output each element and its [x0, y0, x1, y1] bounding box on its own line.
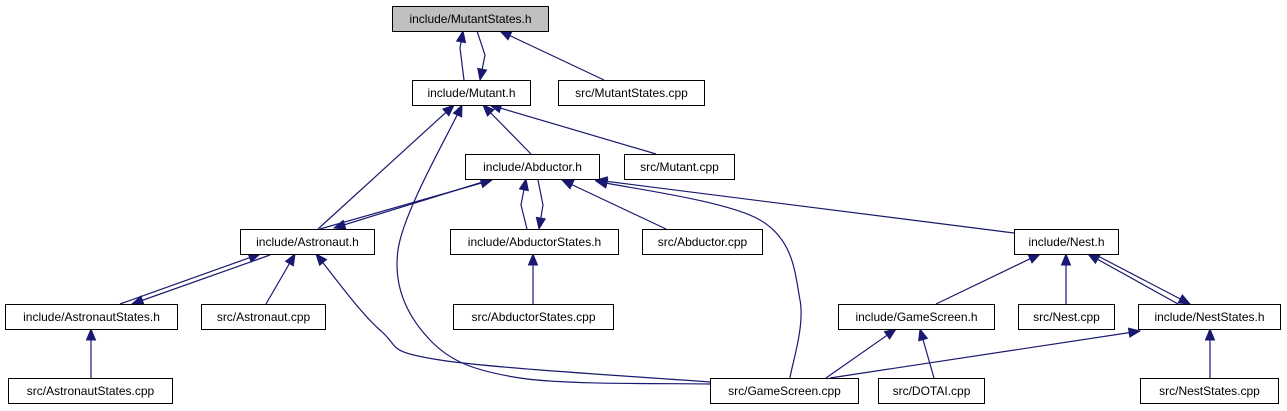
arrowhead-abductor_h-to-astronaut_h [332, 219, 347, 230]
node-abductor-cpp[interactable]: src/Abductor.cpp [642, 229, 763, 255]
node-astronaut-cpp[interactable]: src/Astronaut.cpp [201, 304, 326, 330]
node-label: include/Abductor.h [483, 160, 582, 174]
node-box[interactable] [201, 304, 326, 330]
node-box[interactable] [1014, 229, 1119, 255]
node-label: src/Astronaut.cpp [217, 310, 311, 324]
node-abductorstates-h[interactable]: include/AbductorStates.h [450, 229, 619, 255]
node-label: include/GameScreen.h [855, 310, 977, 324]
node-box[interactable] [838, 304, 995, 330]
edge-abductor_cpp-to-abductor_h [561, 179, 667, 230]
node-mutant-cpp[interactable]: src/Mutant.cpp [624, 154, 735, 180]
node-astronautstates-h[interactable]: include/AstronautStates.h [5, 304, 178, 330]
node-box[interactable] [642, 229, 763, 255]
arrowhead-mutant_h-to-mutantstates_h [455, 29, 467, 44]
node-astronautstates-cpp[interactable]: src/AstronautStates.cpp [8, 378, 173, 404]
node-label: include/MutantStates.h [409, 12, 531, 26]
node-gamescreen-cpp[interactable]: src/GameScreen.cpp [710, 378, 859, 404]
node-box[interactable] [710, 378, 859, 404]
edge-abductor_h-to-astronaut_h [333, 180, 487, 229]
node-box[interactable] [465, 154, 600, 180]
node-box[interactable] [1140, 378, 1279, 404]
node-neststates-cpp[interactable]: src/NestStates.cpp [1140, 378, 1279, 404]
arrowhead-mutantstates_h-to-mutant_h [477, 67, 488, 82]
arrowhead-astronautstates_cpp-to-astronautstates_h [85, 327, 97, 341]
graph-edges [85, 29, 1216, 385]
node-label: src/GameScreen.cpp [728, 384, 841, 398]
node-box[interactable] [878, 378, 985, 404]
edge-gamescreen_cpp-to-mutant_h [396, 104, 711, 385]
arrowhead-abductorstates_h-to-abductor_h [518, 177, 529, 192]
arrowhead-mutantstates_cpp-to-mutantstates_h [498, 30, 513, 41]
node-label: src/AbductorStates.cpp [471, 310, 595, 324]
arrowhead-gamescreen_cpp-to-mutant_h [452, 103, 463, 118]
node-box[interactable] [450, 229, 619, 255]
edge-neststates_h-to-nest_h [1087, 253, 1179, 305]
arrowhead-gamescreen_h-to-nest_h [1027, 253, 1042, 264]
node-mutantstates-cpp[interactable]: src/MutantStates.cpp [558, 80, 705, 106]
arrowhead-abductorstates_cpp-to-abductorstates_h [527, 252, 539, 266]
node-label: include/Astronaut.h [256, 235, 359, 249]
node-label: src/MutantStates.cpp [575, 86, 688, 100]
edge-gamescreen_h-to-nest_h [935, 253, 1041, 305]
arrowhead-abductor_h-to-mutant_h [482, 104, 495, 117]
arrowhead-gamescreen_cpp-to-gamescreen_h [883, 328, 898, 340]
node-gamescreen-h[interactable]: include/GameScreen.h [838, 304, 995, 330]
arrowhead-nest_cpp-to-nest_h [1060, 252, 1072, 266]
arrowhead-abductor_cpp-to-abductor_h [560, 179, 575, 190]
node-box[interactable] [558, 80, 705, 106]
node-mutant-h[interactable]: include/Mutant.h [412, 80, 531, 106]
node-abductorstates-cpp[interactable]: src/AbductorStates.cpp [453, 304, 614, 330]
node-label: src/AstronautStates.cpp [27, 384, 155, 398]
arrowhead-astronaut_cpp-to-astronaut_h [284, 252, 296, 267]
arrowhead-gamescreen_cpp-to-astronaut_h [315, 252, 328, 267]
node-box[interactable] [624, 154, 735, 180]
edge-astronaut_h-to-astronautstates_h [131, 254, 271, 305]
node-label: src/DOTAI.cpp [893, 384, 971, 398]
edge-nest_h-to-abductor_h [595, 179, 1015, 234]
arrowhead-nest_h-to-neststates_h [1177, 294, 1192, 305]
arrowhead-gamescreen_cpp-to-neststates_h [1127, 327, 1142, 338]
edge-nest_h-to-neststates_h [1095, 254, 1191, 305]
node-box[interactable] [1018, 304, 1115, 330]
edge-gamescreen_cpp-to-gamescreen_h [825, 328, 897, 379]
node-label: src/Abductor.cpp [658, 235, 748, 249]
arrowhead-gamescreen_cpp-to-abductor_h [594, 178, 609, 189]
node-box[interactable] [412, 80, 531, 106]
arrowhead-dotai_cpp-to-gamescreen_h [918, 327, 929, 342]
arrowhead-abductor_h-to-abductorstates_h [535, 216, 547, 231]
edge-astronautstates_h-to-astronaut_h [119, 253, 261, 305]
edge-gamescreen_cpp-to-neststates_h [829, 330, 1141, 379]
node-box[interactable] [392, 6, 549, 32]
node-box[interactable] [453, 304, 614, 330]
node-nest-cpp[interactable]: src/Nest.cpp [1018, 304, 1115, 330]
node-dotai-cpp[interactable]: src/DOTAI.cpp [878, 378, 985, 404]
edge-mutant_cpp-to-mutant_h [489, 104, 657, 155]
node-box[interactable] [1138, 304, 1281, 330]
node-astronaut-h[interactable]: include/Astronaut.h [240, 229, 375, 255]
arrowhead-neststates_cpp-to-neststates_h [1204, 327, 1216, 341]
edge-astronaut_h-to-mutant_h [317, 104, 455, 230]
node-nest-h[interactable]: include/Nest.h [1014, 229, 1119, 255]
edge-mutantstates_cpp-to-mutantstates_h [499, 30, 605, 81]
node-label: include/AstronautStates.h [23, 310, 160, 324]
node-label: include/Nest.h [1028, 235, 1104, 249]
node-label: include/NestStates.h [1154, 310, 1264, 324]
node-label: include/AbductorStates.h [468, 235, 601, 249]
edge-gamescreen_cpp-to-astronaut_h [315, 253, 711, 383]
node-box[interactable] [5, 304, 178, 330]
node-box[interactable] [240, 229, 375, 255]
node-mutantstates-h[interactable]: include/MutantStates.h [392, 6, 549, 32]
arrowhead-astronaut_h-to-mutant_h [441, 104, 455, 117]
node-abductor-h[interactable]: include/Abductor.h [465, 154, 600, 180]
node-label: src/Nest.cpp [1033, 310, 1100, 324]
graph-nodes: include/MutantStates.h include/Mutant.h sr… [5, 6, 1281, 404]
node-box[interactable] [8, 378, 173, 404]
node-label: include/Mutant.h [427, 86, 515, 100]
edge-gamescreen_cpp-to-abductor_h [595, 180, 802, 379]
node-label: src/NestStates.cpp [1159, 384, 1260, 398]
node-neststates-h[interactable]: include/NestStates.h [1138, 304, 1281, 330]
node-label: src/Mutant.cpp [640, 160, 719, 174]
